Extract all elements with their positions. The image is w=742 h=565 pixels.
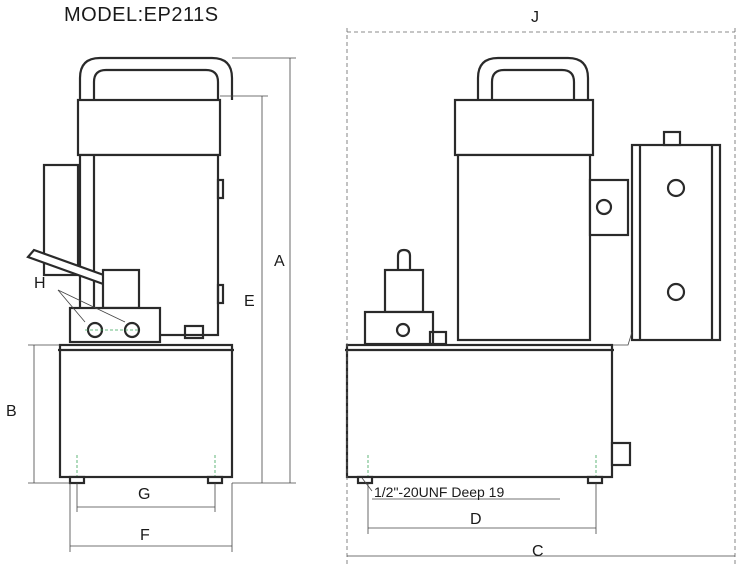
side-valve-block [363, 310, 435, 346]
side-valve-port [395, 322, 411, 338]
label-H: H [34, 275, 46, 292]
side-control-knob-bottom [666, 282, 686, 302]
front-motor-cap [76, 98, 222, 157]
front-handle [78, 56, 234, 100]
dim-H-leader-2 [57, 289, 126, 323]
side-valve-tower [383, 268, 425, 314]
side-valve-nozzle [396, 248, 412, 270]
label-B: B [6, 403, 17, 420]
side-motor-cap [453, 98, 595, 157]
side-handle [476, 56, 590, 100]
front-valve-block [68, 306, 162, 344]
dim-H-leader-1 [57, 289, 86, 323]
side-drain-plug [610, 441, 632, 467]
side-handle-inner [490, 68, 576, 100]
front-view: A E B G F H [6, 56, 296, 552]
port-note: 1/2"-20UNF Deep 19 [374, 484, 504, 500]
side-cable [600, 331, 633, 346]
label-G: G [138, 486, 150, 503]
front-knob-bottom [216, 283, 225, 305]
side-control-box [630, 143, 722, 342]
model-title: MODEL:EP211S [64, 4, 219, 26]
front-tank [58, 343, 234, 479]
side-bracket [588, 178, 630, 237]
front-foot-right [206, 475, 224, 485]
label-D: D [470, 511, 482, 528]
side-tank [345, 343, 614, 479]
side-motor-body [456, 153, 592, 342]
side-bracket-bolt [595, 198, 613, 216]
label-C: C [532, 543, 544, 560]
label-F: F [140, 527, 150, 544]
label-A: A [274, 253, 285, 270]
label-E: E [244, 293, 255, 310]
front-valve-top [101, 268, 141, 310]
side-view: J D C 1/2"-20UNF Deep 19 [345, 9, 736, 565]
front-foot-left [68, 475, 86, 485]
front-fitting [183, 324, 205, 340]
label-J: J [531, 9, 539, 26]
side-control-knob-top [666, 178, 686, 198]
front-knob-top [216, 178, 225, 200]
note-leader [361, 477, 373, 492]
side-control-button [662, 130, 682, 147]
side-foot-right [586, 475, 604, 485]
side-foot-left [356, 475, 374, 485]
front-handle-inner [92, 68, 220, 100]
